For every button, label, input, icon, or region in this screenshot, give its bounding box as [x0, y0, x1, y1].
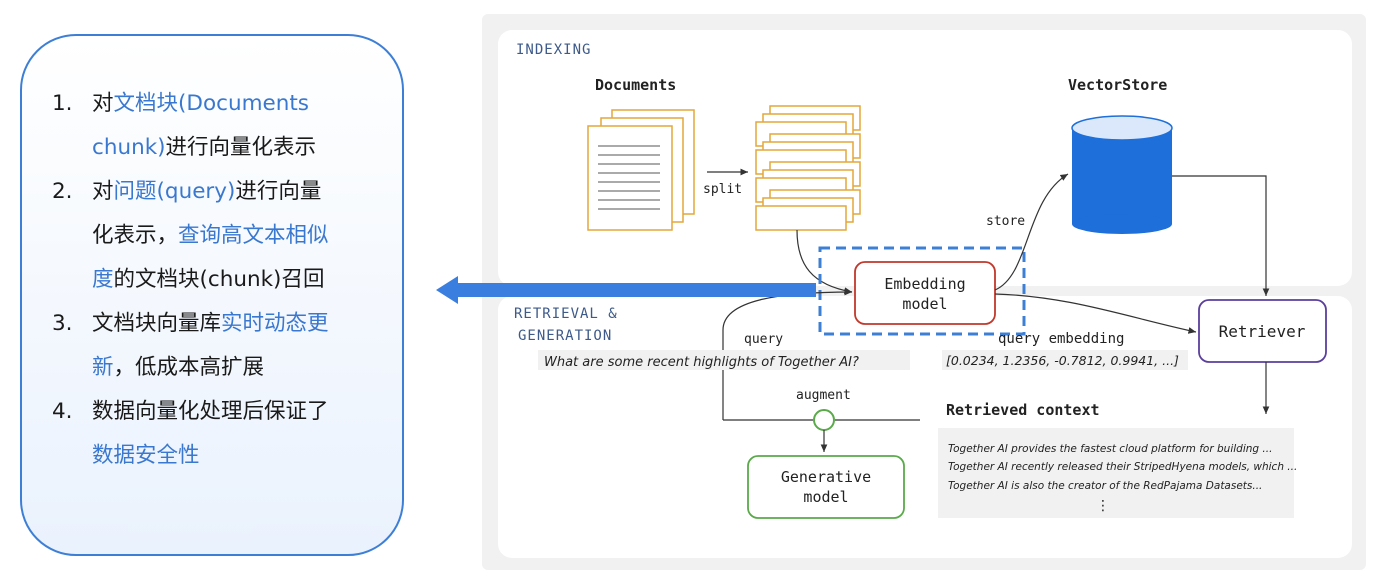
note-item-2: 2. 对问题(query)进行向量 化表示，查询高文本相似 度的文档块(chun… — [52, 170, 382, 302]
retriever-box — [1198, 299, 1327, 363]
note-text: 的文档块(chunk)召回 — [113, 267, 325, 292]
generative-model-label-line2: model — [803, 488, 848, 506]
note-highlight: 文档块 — [113, 91, 179, 116]
embedding-model-label-line2: model — [902, 295, 947, 313]
query-text-bg — [538, 350, 910, 370]
note-text: 对 — [92, 91, 114, 116]
context-line: Together AI provides the fastest cloud p… — [948, 443, 1272, 455]
note-highlight: 新 — [92, 355, 114, 380]
augment-node — [813, 409, 835, 431]
left-arrow-icon — [436, 276, 816, 304]
retrieved-context-box — [938, 428, 1294, 518]
note-text: 化表示， — [92, 223, 179, 248]
generative-model-box — [747, 455, 905, 519]
retrieved-context-label: Retrieved context — [946, 401, 1100, 419]
note-highlight: chunk) — [92, 135, 166, 160]
context-ellipsis: ⋮ — [1096, 498, 1110, 514]
retrieval-label-line1: RETRIEVAL & — [514, 306, 618, 322]
note-number: 3. — [52, 311, 73, 336]
note-number: 4. — [52, 399, 73, 424]
note-item-4: 4. 数据向量化处理后保证了 数据安全性 — [52, 390, 382, 478]
vectorstore-label: VectorStore — [1068, 76, 1167, 94]
retriever-label: Retriever — [1219, 322, 1306, 341]
embedding-model-label-line1: Embedding — [884, 275, 965, 293]
note-text: 进行向量 — [235, 179, 322, 204]
note-highlight: (query) — [156, 179, 236, 204]
note-highlight: 数据安全性 — [92, 443, 200, 468]
retrieval-label-line2: GENERATION — [518, 328, 612, 344]
note-highlight: 问题 — [113, 179, 157, 204]
store-label: store — [986, 214, 1025, 229]
database-icon — [1071, 115, 1173, 234]
note-highlight: (Documents — [178, 91, 310, 116]
query-label: query — [744, 332, 783, 347]
note-number: 2. — [52, 179, 73, 204]
context-line: Together AI recently released their Stri… — [948, 461, 1297, 473]
query-embedding-label: query embedding — [998, 331, 1124, 347]
query-text: What are some recent highlights of Toget… — [544, 355, 859, 370]
embedding-highlight-box — [818, 246, 1026, 336]
documents-label: Documents — [595, 76, 676, 94]
note-text: 数据向量化处理后保证了 — [92, 399, 329, 424]
embedding-model-box — [854, 261, 996, 325]
split-label: split — [703, 182, 742, 197]
note-item-1: 1. 对文档块(Documents chunk)进行向量化表示 — [52, 82, 382, 170]
note-text: 文档块向量库 — [92, 311, 222, 336]
query-to-embedding-arrow — [722, 288, 853, 420]
generative-model-label-line1: Generative — [781, 468, 871, 486]
chunks-stack-icon — [755, 105, 861, 231]
note-highlight: 查询高文本相似 — [178, 223, 329, 248]
note-highlight: 度 — [92, 267, 114, 292]
indexing-label: INDEXING — [516, 42, 591, 58]
note-number: 1. — [52, 91, 73, 116]
context-line: Together AI is also the creator of the R… — [948, 480, 1262, 492]
augment-label: augment — [796, 388, 851, 403]
notes-list: 1. 对文档块(Documents chunk)进行向量化表示 2. 对问题(q… — [52, 82, 382, 478]
note-text: 进行向量化表示 — [165, 135, 317, 160]
note-highlight: 实时动态更 — [221, 311, 329, 336]
embedding-to-retriever-arrow — [994, 293, 1197, 334]
store-to-retriever-arrow — [1172, 175, 1270, 296]
notes-panel — [20, 34, 404, 556]
query-embedding-values: [0.0234, 1.2356, -0.7812, 0.9941, ...] — [946, 353, 1179, 368]
note-text: ，低成本高扩展 — [113, 355, 265, 380]
note-item-3: 3. 文档块向量库实时动态更 新，低成本高扩展 — [52, 302, 382, 390]
store-arrow — [994, 173, 1069, 291]
documents-stack-icon — [587, 109, 695, 231]
note-text: 对 — [92, 179, 114, 204]
query-embedding-bg — [942, 350, 1188, 370]
chunks-to-embedding-arrow — [796, 229, 853, 295]
